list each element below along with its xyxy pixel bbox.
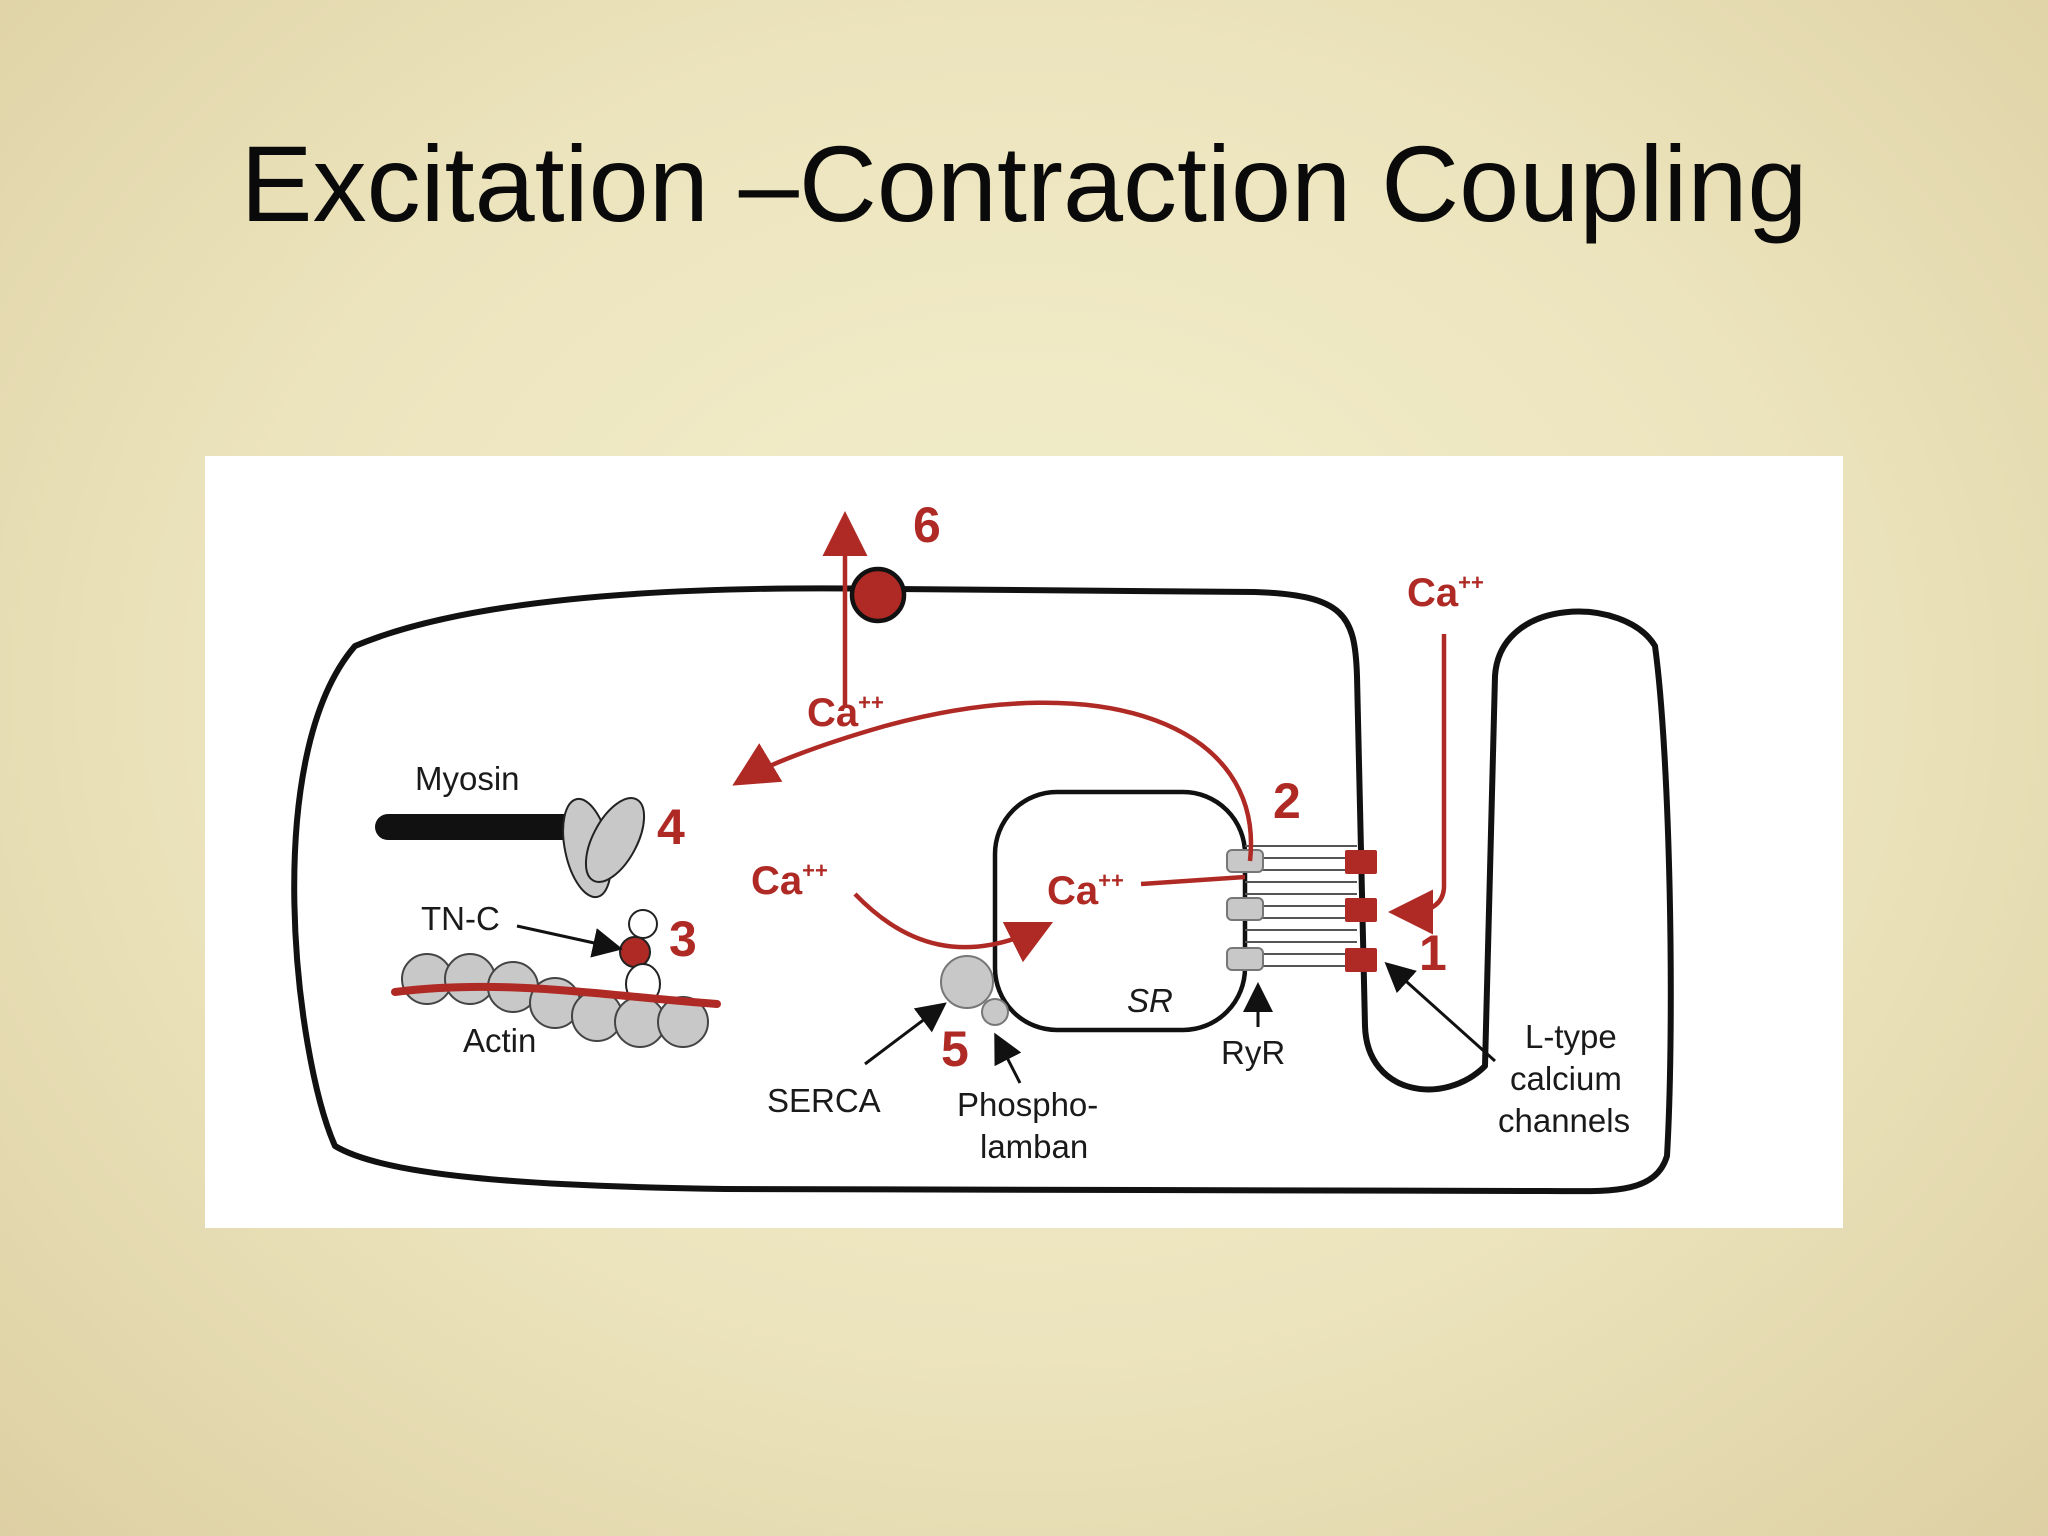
- sarcoplasmic-reticulum: [992, 789, 1248, 1033]
- ca-release-arrow: [732, 700, 1254, 862]
- tropomyosin: [391, 982, 721, 1008]
- ca-efflux-transporter: [849, 566, 907, 624]
- tnc-pointer-arrow: [516, 924, 623, 958]
- step-2-label: 2: [1273, 773, 1301, 829]
- ca-reuptake-arrow: [853, 892, 1054, 963]
- cell-membrane: [291, 585, 1674, 1195]
- tnc-calcium-site: [619, 936, 651, 968]
- myosin-label: Myosin: [415, 760, 520, 797]
- l-type-label-line3: channels: [1498, 1102, 1630, 1139]
- cardiac-ecc-diagram: Myosin TN-C Actin SERCA Phospho- lamban …: [291, 497, 1674, 1195]
- ca-label-efflux: Ca++: [807, 690, 884, 735]
- sr-to-ryr-flux: [1140, 874, 1246, 887]
- myosin-head: [584, 797, 646, 883]
- troponin-i: [628, 909, 658, 939]
- ryr-label: RyR: [1221, 1034, 1285, 1071]
- serca-label: SERCA: [767, 1082, 881, 1119]
- actin-label: Actin: [463, 1022, 536, 1059]
- phospholamban-pointer-arrow: [994, 1032, 1022, 1084]
- ryr-channels: [1226, 849, 1264, 971]
- serca-pump: [940, 955, 994, 1009]
- l-type-calcium-channels: [1345, 850, 1377, 972]
- step-1-label: 1: [1419, 925, 1447, 981]
- step-3-label: 3: [669, 911, 697, 967]
- step-4-label: 4: [657, 799, 685, 855]
- diagram-panel: Myosin TN-C Actin SERCA Phospho- lamban …: [205, 456, 1843, 1228]
- l-type-pointer-arrow: [1384, 961, 1497, 1063]
- ca-label-extracellular: Ca++: [1407, 570, 1484, 615]
- step-6-label: 6: [913, 497, 941, 553]
- serca-pointer-arrow: [864, 1002, 947, 1066]
- step-5-label: 5: [941, 1021, 969, 1077]
- phospholamban-label-line2: lamban: [980, 1128, 1088, 1165]
- sr-label: SR: [1127, 982, 1173, 1019]
- l-type-label-line2: calcium: [1510, 1060, 1622, 1097]
- phospholamban-label-line1: Phospho-: [957, 1086, 1098, 1123]
- slide-title: Excitation –Contraction Coupling: [240, 123, 1808, 244]
- tnc-label: TN-C: [421, 900, 500, 937]
- l-type-label-line1: L-type: [1525, 1018, 1617, 1055]
- ca-label-cytosol: Ca++: [751, 858, 828, 903]
- myosin-filament: [375, 814, 600, 840]
- phospholamban: [981, 998, 1009, 1026]
- ca-label-sr: Ca++: [1047, 868, 1124, 913]
- ca-influx-arrow: [1388, 634, 1447, 935]
